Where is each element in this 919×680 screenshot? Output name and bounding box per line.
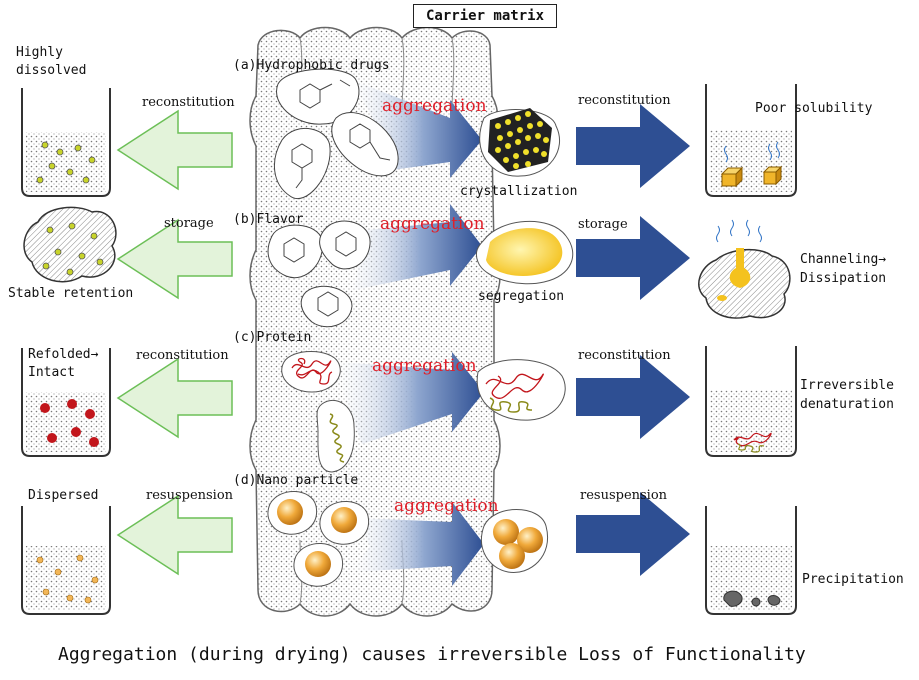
left-arrow-d [116,494,233,576]
right-state-c: Irreversible denaturation [800,378,894,412]
drug-molecules [273,68,399,199]
left-state-d: Dispersed [28,488,99,503]
segregation-blob [475,220,574,285]
beaker-left-c [21,348,111,457]
aggregation-label-d: aggregation [394,496,499,516]
result-label-b: segregation [478,289,565,304]
right-action-c: reconstitution [578,348,671,363]
row-label-c: (c)Protein [233,330,312,345]
right-state-d: Precipitation [802,572,904,587]
nanoparticles [267,491,548,587]
right-arrow-c [576,355,690,439]
left-arrow-c [116,357,233,439]
row-label-a: (a)Hydrophobic drugs [233,58,390,73]
aggregation-arrows [336,80,484,586]
left-arrow-a [116,109,233,191]
beaker-right-d [705,506,797,615]
left-action-c: reconstitution [136,348,229,363]
aggregation-label-a: aggregation [382,96,487,116]
flavor-molecules [267,220,371,328]
row-label-d: (d)Nano particle [233,473,359,488]
stable-retention-particle [23,206,117,283]
row-label-b: (b)Flavor [233,212,304,227]
beaker-right-a [705,84,797,197]
left-state-a: Highly dissolved [16,45,87,78]
aggregation-label-b: aggregation [380,214,485,234]
right-action-d: resuspension [580,488,668,503]
left-state-c: Refolded→ Intact [28,347,99,380]
caption: Aggregation (during drying) causes irrev… [58,644,806,665]
right-state-b: Channeling→ Dissipation [800,252,887,286]
right-arrow-d [576,492,690,576]
left-action-a: reconstitution [142,95,235,110]
beaker-left-d [21,506,111,615]
channeling-particle [698,219,791,319]
right-arrow-b [576,216,690,300]
left-action-b: storage [164,216,214,231]
right-action-a: reconstitution [578,93,671,108]
beaker-left-a [21,88,111,197]
left-state-b: Stable retention [8,286,134,301]
right-arrows [576,104,690,576]
crystal [479,108,561,177]
aggregation-label-c: aggregation [372,356,477,376]
right-state-a: Poor solubility [755,101,873,116]
beaker-right-c [705,346,797,457]
right-action-b: storage [578,217,628,232]
left-arrows [116,109,233,576]
left-arrow-b [116,218,233,300]
right-arrow-a [576,104,690,188]
result-label-a: crystallization [460,184,578,199]
page-title: Carrier matrix [413,4,558,28]
left-action-d: resuspension [146,488,234,503]
protein-coils [281,351,566,473]
